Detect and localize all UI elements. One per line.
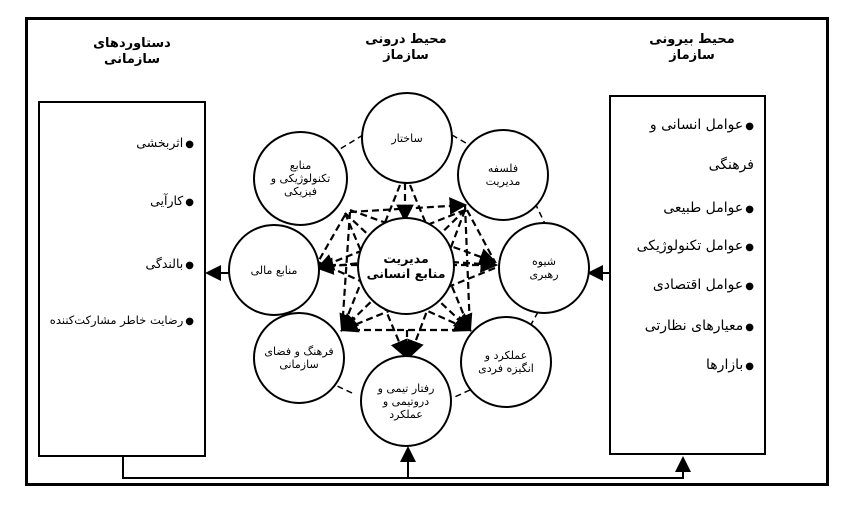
- node-team: رفتار تیمی و دروتیمی و عملکرد: [360, 355, 452, 447]
- node-technology: منابع تکنولوژیکی و فیزیکی: [253, 131, 348, 226]
- output-item: ●کارآیی: [150, 193, 194, 208]
- bullet-icon: ●: [745, 322, 754, 333]
- outer-frame: [25, 17, 829, 486]
- external-item: ●عوامل تکنولوژیکی: [636, 238, 754, 254]
- bullet-icon: ●: [185, 260, 194, 271]
- outputs-list: ●اثربخشی ●کارآیی ●بالندگی ●رضایت خاطر مش…: [36, 103, 194, 443]
- external-heading-text: محیط بیرونی سازماز: [649, 32, 735, 63]
- bullet-icon: ●: [745, 121, 754, 132]
- external-item: ●عوامل انسانی و: [649, 117, 754, 133]
- outputs-heading-text: دستاوردهای سازمانی: [93, 36, 171, 67]
- node-structure: ساختار: [361, 92, 453, 184]
- outputs-heading: دستاوردهای سازمانی: [82, 36, 182, 68]
- node-performance: عملکرد و انگیزه فردی: [460, 316, 552, 408]
- external-item: ●بازارها: [706, 357, 754, 373]
- output-item: ●رضایت خاطر مشارکت‌کننده: [49, 313, 194, 327]
- external-item: ●معیارهای نظارتی: [644, 318, 754, 334]
- bullet-icon: ●: [745, 204, 754, 215]
- external-item: ●عوامل طبیعی: [663, 200, 754, 216]
- node-leadership: شیوه رهبری: [498, 222, 590, 314]
- external-item-continued: فرهنگی: [708, 157, 754, 173]
- external-list: ●عوامل انسانی و فرهنگی ●عوامل طبیعی ●عوا…: [607, 97, 754, 447]
- node-culture: فرهنگ و فضای سازمانی: [253, 312, 345, 404]
- external-item: ●عوامل اقتصادی: [652, 277, 754, 293]
- bullet-icon: ●: [185, 316, 194, 327]
- bullet-icon: ●: [185, 139, 194, 150]
- output-item: ●بالندگی: [145, 256, 194, 271]
- bullet-icon: ●: [745, 361, 754, 372]
- node-philosophy: فلسفه مدیریت: [457, 129, 549, 221]
- center-hrm: مدیریت منابع انسانی: [357, 217, 455, 315]
- bullet-icon: ●: [745, 242, 754, 253]
- internal-heading-text: محیط درونی سازماز: [365, 32, 447, 63]
- internal-heading: محیط درونی سازماز: [356, 32, 456, 64]
- node-financial: منابع مالی: [228, 224, 320, 316]
- flow-arrows: [122, 265, 691, 479]
- bullet-icon: ●: [185, 197, 194, 208]
- bullet-icon: ●: [745, 281, 754, 292]
- output-item: ●اثربخشی: [136, 135, 194, 150]
- external-box: ●عوامل انسانی و فرهنگی ●عوامل طبیعی ●عوا…: [609, 95, 766, 455]
- external-heading: محیط بیرونی سازماز: [637, 32, 747, 64]
